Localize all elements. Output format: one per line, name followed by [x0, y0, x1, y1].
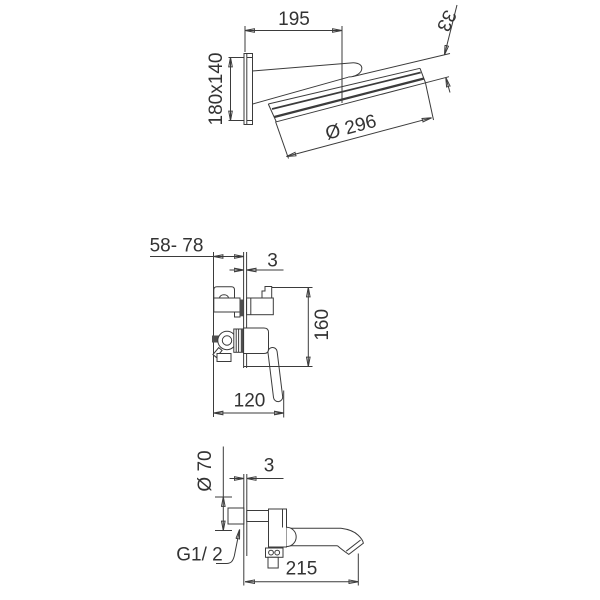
dimension-58-78: 58- 78 [150, 236, 244, 257]
dimension-195: 195 [244, 9, 343, 103]
dimension-70: Ø 70 [195, 446, 232, 531]
dim-label-3-middle: 3 [267, 251, 278, 272]
thread-label-g12: G1/ 2 [176, 530, 239, 566]
lever-handle [267, 346, 284, 403]
figure-waterfall-spout: 195 33 180x140 Ø 296 [206, 4, 460, 159]
dim-label-215: 215 [286, 558, 318, 579]
figure-mixer-valve: 58- 78 3 160 120 [150, 236, 333, 418]
dimension-180x140: 180x140 [206, 53, 244, 126]
dim-label-120: 120 [234, 391, 266, 412]
spout-column [268, 508, 287, 548]
dim-label-160: 160 [312, 309, 333, 341]
figure-bath-spout: 3 Ø 70 G1/ 2 215 [176, 446, 364, 586]
dim-label-195: 195 [278, 9, 310, 30]
wall-lines-bottom [243, 474, 248, 586]
wall-plate [243, 53, 253, 125]
dimension-120: 120 [214, 390, 285, 418]
dim-label-3-bottom: 3 [264, 455, 275, 476]
spout-outline [227, 507, 364, 569]
dimension-215: 215 [245, 553, 359, 586]
dimension-296: Ø 296 [275, 82, 434, 159]
dim-label-180x140: 180x140 [206, 53, 227, 126]
dim-label-58-78: 58- 78 [150, 236, 204, 257]
dimension-3-middle: 3 [229, 251, 284, 272]
dimension-33: 33 [352, 4, 460, 93]
handle-base [243, 327, 269, 354]
dim-label-g12: G1/ 2 [176, 545, 222, 566]
dim-label-70: Ø 70 [195, 450, 216, 491]
valve-body [212, 286, 284, 403]
connection-nut [227, 507, 245, 525]
dimension-160: 160 [243, 287, 333, 367]
spout-body [252, 62, 426, 123]
dimension-3-bottom: 3 [229, 455, 284, 478]
